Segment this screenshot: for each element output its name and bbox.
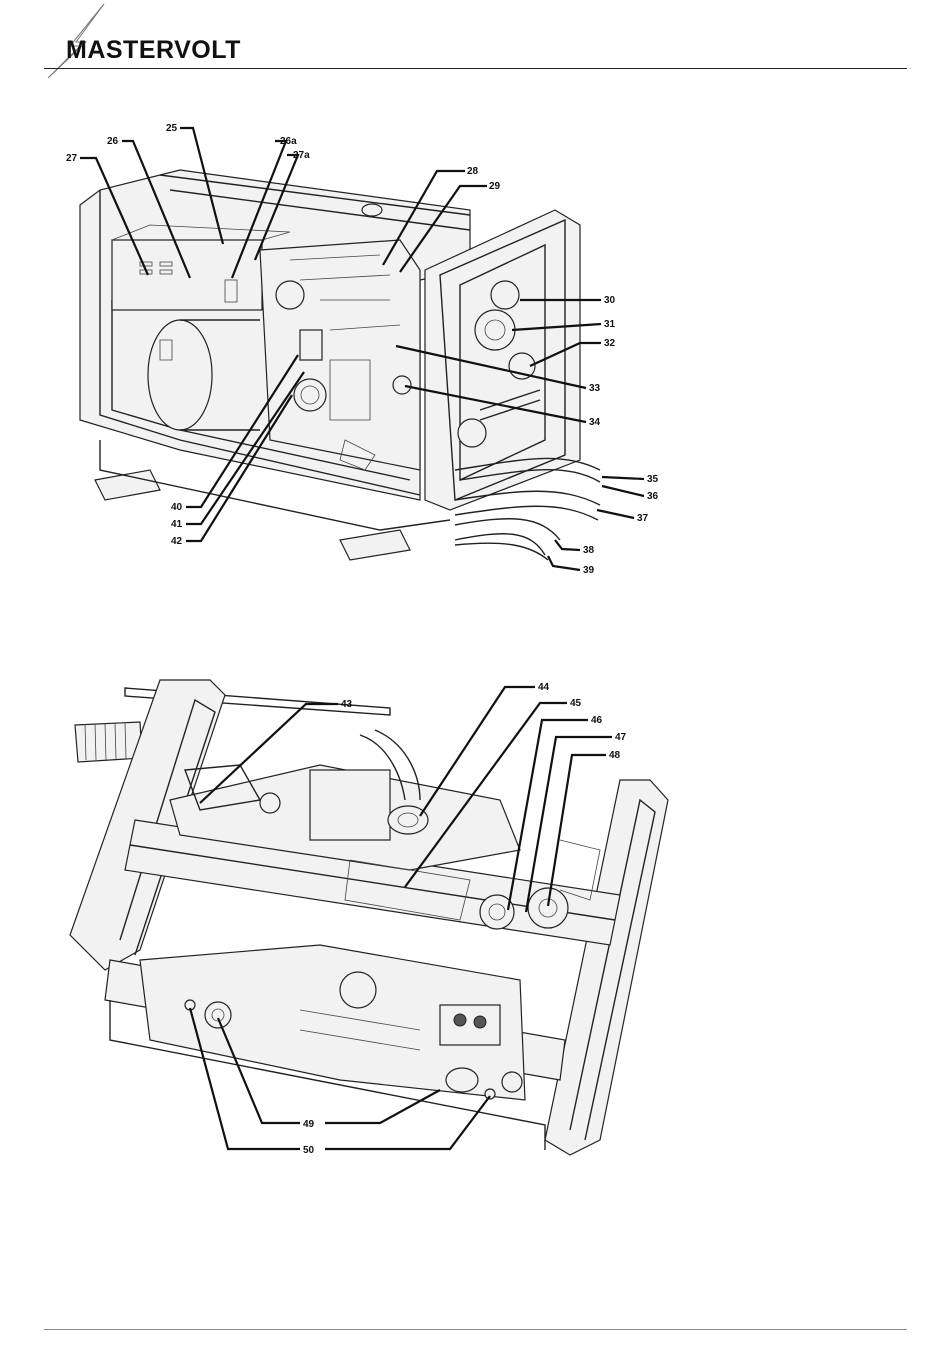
footer-rule [44, 1329, 907, 1330]
callout-46: 46 [591, 715, 603, 726]
callout-40: 40 [171, 502, 183, 513]
callout-36: 36 [647, 491, 659, 502]
callout-38: 38 [583, 545, 595, 556]
callout-27: 27 [66, 153, 78, 164]
header-rule [44, 68, 907, 69]
callout-34: 34 [589, 417, 601, 428]
callout-28: 28 [467, 166, 479, 177]
callout-37: 37 [637, 513, 649, 524]
callout-42: 42 [171, 536, 183, 547]
callout-43: 43 [341, 699, 353, 710]
callout-27a: 27a [293, 150, 310, 161]
callout-33: 33 [589, 383, 601, 394]
callout-32: 32 [604, 338, 616, 349]
callout-47: 47 [615, 732, 627, 743]
callout-29: 29 [489, 181, 501, 192]
callout-26: 26 [107, 136, 119, 147]
callout-48: 48 [609, 750, 621, 761]
generator-top-view-illustration [70, 680, 668, 1155]
callout-35: 35 [647, 474, 659, 485]
generator-front-view-figure: 25 26 26a 27 27a 28 29 30 31 32 33 34 35… [0, 100, 950, 590]
callout-31: 31 [604, 319, 616, 330]
callout-45: 45 [570, 698, 582, 709]
generator-top-view-drawing: 43 44 45 46 47 48 49 50 [0, 660, 950, 1160]
callout-39: 39 [583, 565, 595, 576]
callout-44: 44 [538, 682, 550, 693]
callout-25: 25 [166, 123, 178, 134]
generator-enclosure-illustration [80, 170, 600, 560]
callout-49: 49 [303, 1119, 315, 1130]
generator-top-view-figure: 43 44 45 46 47 48 49 50 [0, 660, 950, 1160]
brand-logo-text: MASTERVOLT [66, 36, 241, 65]
callout-26a: 26a [280, 136, 297, 147]
page-header: MASTERVOLT [0, 0, 950, 80]
callout-30: 30 [604, 295, 616, 306]
generator-front-view-drawing: 25 26 26a 27 27a 28 29 30 31 32 33 34 35… [0, 100, 950, 590]
callout-41: 41 [171, 519, 183, 530]
callout-50: 50 [303, 1145, 315, 1156]
